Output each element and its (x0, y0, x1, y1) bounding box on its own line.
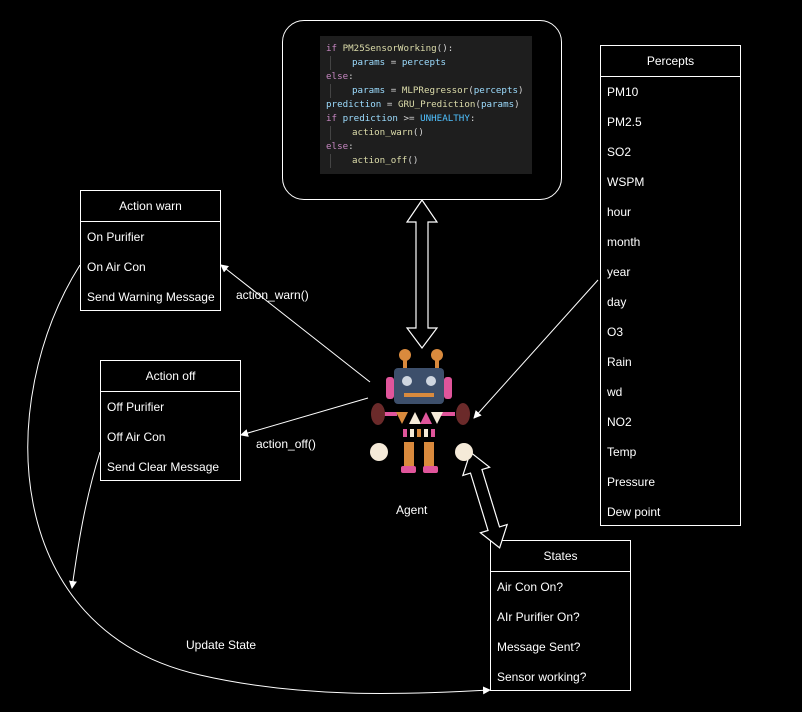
arrow-update-state (27, 264, 491, 695)
code-line: if PM25SensorWorking(): (326, 42, 532, 56)
action-warn-item: On Air Con (87, 260, 146, 274)
states-box: States Air Con On? AIr Purifier On? Mess… (490, 540, 631, 691)
code-block: if PM25SensorWorking():params = percepts… (320, 36, 532, 174)
code-token: prediction (342, 113, 398, 124)
percept-item: PM10 (607, 85, 639, 99)
state-item: AIr Purifier On? (497, 610, 580, 624)
percept-item: Dew point (607, 505, 661, 519)
code-token: () (412, 127, 424, 138)
arrow-action-off (240, 397, 369, 437)
robot-agent-icon (370, 349, 473, 473)
code-indent-guide (330, 84, 352, 98)
code-token: : (348, 141, 354, 152)
percept-item: year (607, 265, 631, 279)
code-token: percepts (473, 85, 519, 96)
percept-item: WSPM (607, 175, 645, 189)
code-token: prediction (326, 99, 382, 110)
code-token: PM25SensorWorking (342, 43, 437, 54)
action-off-item: Off Air Con (107, 430, 166, 444)
code-token: action_warn (352, 127, 413, 138)
percept-item: Pressure (607, 475, 656, 489)
percept-item: SO2 (607, 145, 632, 159)
code-token: if (326, 113, 343, 124)
percept-item: Rain (607, 355, 632, 369)
code-line: params = percepts (326, 56, 532, 70)
code-token: ( (475, 99, 481, 110)
code-line: action_off() (326, 154, 532, 168)
code-token: ) (518, 85, 524, 96)
code-line: else: (326, 140, 532, 154)
state-item: Air Con On? (497, 580, 564, 594)
action-off-item: Send Clear Message (107, 460, 220, 474)
code-token: percepts (401, 57, 447, 68)
code-line: action_warn() (326, 126, 532, 140)
action-warn-item: On Purifier (87, 230, 145, 244)
code-line: params = MLPRegressor(percepts) (326, 84, 532, 98)
code-token: MLPRegressor (401, 85, 469, 96)
code-token: else (326, 141, 349, 152)
code-token: = (385, 85, 402, 96)
code-token: () (407, 155, 419, 166)
code-token: ) (514, 99, 520, 110)
code-indent-guide (330, 154, 352, 168)
code-line: else: (326, 70, 532, 84)
agent-states-double-arrow (461, 451, 509, 549)
percept-item: month (607, 235, 641, 249)
code-token: GRU_Prediction (397, 99, 476, 110)
code-token: ( (468, 85, 474, 96)
code-token: (): (436, 43, 454, 54)
arrow-action-off-down (69, 451, 101, 589)
code-token: >= (397, 113, 421, 124)
action-warn-item: Send Warning Message (87, 290, 215, 304)
percept-item: hour (607, 205, 632, 219)
code-token: action_off (352, 155, 408, 166)
code-token: if (326, 43, 343, 54)
state-item: Message Sent? (497, 640, 581, 654)
state-item: Sensor working? (497, 670, 587, 684)
action-warn-call-label: action_warn() (236, 288, 309, 302)
code-token: = (381, 99, 398, 110)
action-off-call-label: action_off() (256, 437, 316, 451)
code-token: : (469, 113, 476, 124)
code-indent-guide (330, 56, 352, 70)
percept-item: NO2 (607, 415, 632, 429)
code-token: params (480, 99, 515, 110)
percept-item: Temp (607, 445, 637, 459)
action-off-item: Off Purifier (107, 400, 165, 414)
code-indent-guide (330, 126, 352, 140)
arrow-percepts-agent (473, 279, 599, 419)
code-agent-double-arrow (405, 198, 439, 349)
percept-item: PM2.5 (607, 115, 642, 129)
code-token: params (352, 85, 386, 96)
percept-item: day (607, 295, 627, 309)
update-state-label: Update State (186, 638, 257, 652)
action-off-box: Action off Off Purifier Off Air Con Send… (100, 360, 241, 481)
action-warn-box: Action warn On Purifier On Air Con Send … (80, 190, 221, 311)
code-line: if prediction >= UNHEALTHY: (326, 112, 532, 126)
percepts-box: Percepts PM10 PM2.5 SO2 WSPM hour month … (600, 45, 741, 526)
code-token: params (352, 57, 386, 68)
code-token: UNHEALTHY (420, 113, 470, 124)
action-warn-title: Action warn (81, 191, 220, 222)
percepts-title: Percepts (601, 46, 740, 77)
percept-item: O3 (607, 325, 624, 339)
action-off-title: Action off (101, 361, 240, 392)
code-line: prediction = GRU_Prediction(params) (326, 98, 532, 112)
percept-item: wd (607, 385, 623, 399)
arrow-action-warn (220, 264, 371, 383)
agent-label: Agent (396, 503, 428, 517)
code-token: = (385, 57, 402, 68)
code-token: : (348, 71, 354, 82)
states-title: States (491, 541, 630, 572)
code-token: else (326, 71, 349, 82)
